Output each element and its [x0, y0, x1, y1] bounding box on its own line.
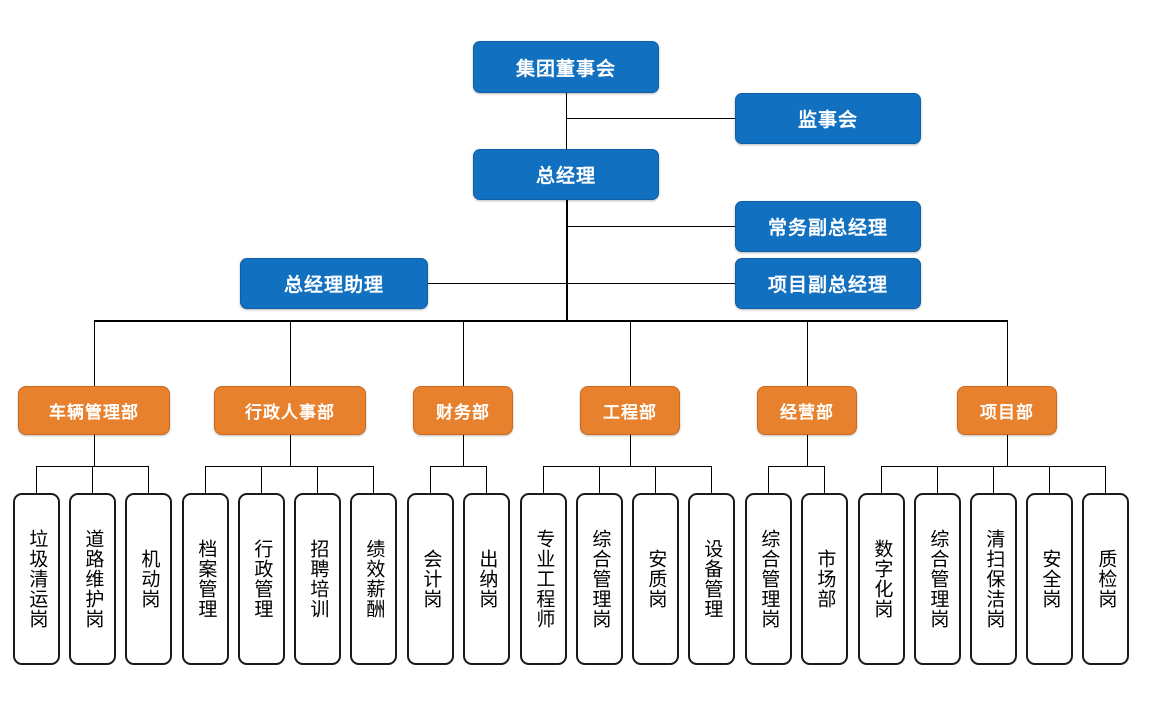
- connector-stem-admin-hr: [290, 435, 291, 466]
- node-general-manager[interactable]: 总经理: [473, 149, 659, 200]
- node-position-recruitment-training[interactable]: 招聘培训: [294, 493, 341, 665]
- connector-leafdrop-proj-general-management: [937, 466, 938, 493]
- connector-bus-operations: [768, 466, 825, 467]
- node-department-admin-hr[interactable]: 行政人事部: [214, 386, 366, 435]
- connector-leafdrop-digitalization: [881, 466, 882, 493]
- node-board[interactable]: 集团董事会: [473, 41, 659, 93]
- node-position-equipment-management[interactable]: 设备管理: [688, 493, 735, 665]
- connector-stem-project: [1007, 435, 1008, 466]
- node-position-road-maintenance[interactable]: 道路维护岗: [69, 493, 116, 665]
- node-position-cashier[interactable]: 出纳岗: [463, 493, 510, 665]
- node-position-proj-general-management[interactable]: 综合管理岗: [914, 493, 961, 665]
- connector-bus-engineering: [543, 466, 712, 467]
- connector-stem-operations: [807, 435, 808, 466]
- connector-leafdrop-quality-inspection: [1105, 466, 1106, 493]
- position-label: 数字化岗: [871, 539, 894, 619]
- node-department-engineering[interactable]: 工程部: [580, 386, 680, 435]
- connector-leafdrop-market-department: [824, 466, 825, 493]
- connector-drop-finance: [463, 320, 464, 386]
- position-label: 行政管理: [251, 539, 274, 619]
- connector-drop-engineering: [630, 320, 631, 386]
- connector-leafdrop-recruitment-training: [317, 466, 318, 493]
- node-position-market-department[interactable]: 市场部: [801, 493, 848, 665]
- node-department-project[interactable]: 项目部: [957, 386, 1057, 435]
- node-position-cleaning-sanitation[interactable]: 清扫保洁岗: [970, 493, 1017, 665]
- node-position-accounting[interactable]: 会计岗: [407, 493, 454, 665]
- connector-drop-admin-hr: [290, 320, 291, 386]
- connector-drop-vehicle-management: [94, 320, 95, 386]
- position-label: 综合管理岗: [758, 529, 781, 629]
- position-label: 机动岗: [138, 549, 161, 609]
- node-exec-deputy-gm[interactable]: 常务副总经理: [735, 201, 921, 252]
- connector-leafdrop-equipment-management: [711, 466, 712, 493]
- connector-leafdrop-performance-pay: [373, 466, 374, 493]
- position-label: 综合管理岗: [589, 529, 612, 629]
- connector-stem-finance: [463, 435, 464, 466]
- connector-leafdrop-safety-post: [1049, 466, 1050, 493]
- node-position-administration[interactable]: 行政管理: [238, 493, 285, 665]
- connector-leafdrop-road-maintenance: [92, 466, 93, 493]
- connector-leafdrop-mobile-duty: [148, 466, 149, 493]
- node-project-deputy-gm[interactable]: 项目副总经理: [735, 258, 921, 309]
- position-label: 出纳岗: [476, 549, 499, 609]
- node-supervisors[interactable]: 监事会: [735, 93, 921, 144]
- position-label: 招聘培训: [307, 539, 330, 619]
- node-position-digitalization[interactable]: 数字化岗: [858, 493, 905, 665]
- position-label: 绩效薪酬: [363, 539, 386, 619]
- connector-bus-admin-hr: [205, 466, 374, 467]
- connector-drop-operations: [807, 320, 808, 386]
- connector-bus-finance: [430, 466, 487, 467]
- node-position-ops-general-management[interactable]: 综合管理岗: [745, 493, 792, 665]
- connector-leafdrop-safety-quality: [655, 466, 656, 493]
- node-position-safety-quality[interactable]: 安质岗: [632, 493, 679, 665]
- connector-drop-project: [1007, 320, 1008, 386]
- connector-gm-to-project-deputy: [566, 283, 736, 284]
- connector-leafdrop-ops-general-management: [768, 466, 769, 493]
- node-position-records-management[interactable]: 档案管理: [182, 493, 229, 665]
- connector-stem-engineering: [630, 435, 631, 466]
- connector-leafdrop-accounting: [430, 466, 431, 493]
- connector-stem-vehicle-management: [94, 435, 95, 466]
- node-department-finance[interactable]: 财务部: [413, 386, 513, 435]
- node-gm-assistant[interactable]: 总经理助理: [240, 258, 428, 309]
- connector-board-to-gm: [566, 93, 567, 150]
- connector-leafdrop-eng-general-management: [599, 466, 600, 493]
- connector-leafdrop-cashier: [486, 466, 487, 493]
- position-label: 市场部: [814, 549, 837, 609]
- position-label: 设备管理: [701, 539, 724, 619]
- node-position-professional-engineer[interactable]: 专业工程师: [520, 493, 567, 665]
- position-label: 会计岗: [420, 549, 443, 609]
- connector-gm-to-assistant: [427, 283, 567, 284]
- connector-gm-trunk: [566, 200, 568, 322]
- connector-board-to-supervisors: [566, 118, 736, 119]
- node-position-mobile-duty[interactable]: 机动岗: [125, 493, 172, 665]
- position-label: 档案管理: [195, 539, 218, 619]
- connector-department-bus: [94, 320, 1008, 322]
- node-position-quality-inspection[interactable]: 质检岗: [1082, 493, 1129, 665]
- position-label: 垃圾清运岗: [26, 529, 49, 629]
- position-label: 安全岗: [1039, 549, 1062, 609]
- connector-leafdrop-administration: [261, 466, 262, 493]
- node-position-safety-post[interactable]: 安全岗: [1026, 493, 1073, 665]
- position-label: 安质岗: [645, 549, 668, 609]
- connector-leafdrop-records-management: [205, 466, 206, 493]
- connector-leafdrop-professional-engineer: [543, 466, 544, 493]
- node-department-operations[interactable]: 经营部: [757, 386, 857, 435]
- connector-leafdrop-waste-transport: [36, 466, 37, 493]
- connector-leafdrop-cleaning-sanitation: [993, 466, 994, 493]
- position-label: 综合管理岗: [927, 529, 950, 629]
- connector-gm-to-exec-deputy: [566, 226, 736, 227]
- position-label: 道路维护岗: [82, 529, 105, 629]
- position-label: 清扫保洁岗: [983, 529, 1006, 629]
- node-position-waste-transport[interactable]: 垃圾清运岗: [13, 493, 60, 665]
- node-position-eng-general-management[interactable]: 综合管理岗: [576, 493, 623, 665]
- position-label: 质检岗: [1095, 549, 1118, 609]
- position-label: 专业工程师: [533, 529, 556, 629]
- node-department-vehicle-management[interactable]: 车辆管理部: [18, 386, 170, 435]
- node-position-performance-pay[interactable]: 绩效薪酬: [350, 493, 397, 665]
